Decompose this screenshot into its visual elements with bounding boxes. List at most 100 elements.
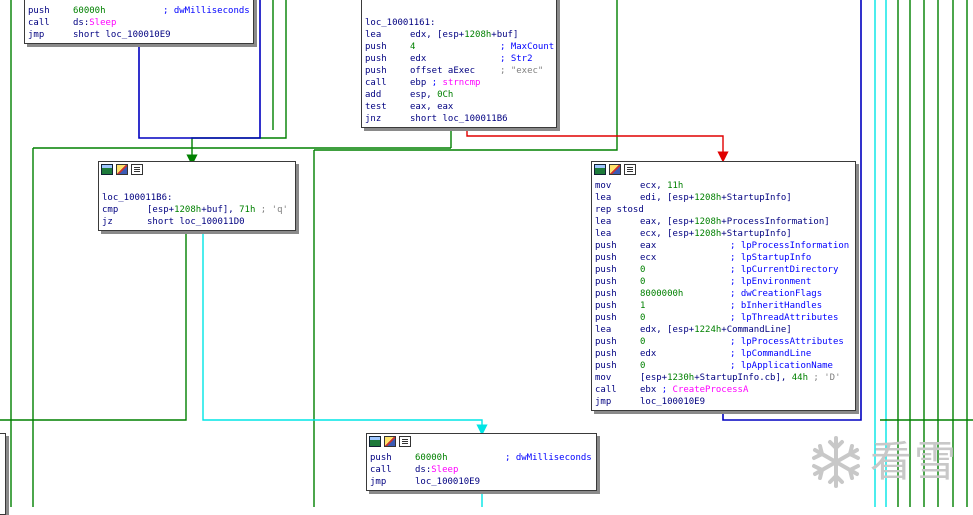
block-toolbar	[592, 162, 855, 177]
operand-part: 8000000h	[640, 289, 684, 299]
operand-part: +CommandLine]	[721, 325, 792, 335]
mnemonic: push	[595, 301, 617, 311]
operands: edi, [esp+1208h+StartupInfo]	[640, 192, 792, 204]
comment: ; bInheritHandles	[730, 301, 823, 311]
edge-red	[466, 126, 729, 163]
instruction-line[interactable]: rep stosd	[595, 204, 644, 216]
operand-part: strncmp	[442, 78, 481, 88]
operands: eax	[640, 240, 730, 252]
operands: edx	[410, 53, 500, 65]
operand-part: 0	[640, 313, 646, 323]
operand-part: 0	[640, 277, 646, 287]
graph-view-icon[interactable]	[594, 164, 606, 175]
code-block-loc-100011B6[interactable]: loc_100011B6: cmp[esp+1208h+buf], 71h ; …	[98, 161, 296, 231]
operand-part: 1208h	[174, 205, 202, 215]
operands: 0	[640, 312, 730, 324]
edge-cyan	[202, 0, 887, 507]
graph-view-icon[interactable]	[101, 164, 113, 175]
instruction-line[interactable]: push 0 ; lpEnvironment	[595, 276, 811, 288]
code-block-partial-left[interactable]	[0, 433, 6, 515]
comment: ; lpStartupInfo	[730, 253, 812, 263]
edit-color-icon[interactable]	[384, 436, 396, 447]
operand-part: Sleep	[431, 465, 459, 475]
edit-color-icon[interactable]	[116, 164, 128, 175]
mnemonic: call	[370, 465, 392, 475]
operands: ds:Sleep	[73, 17, 116, 29]
operand-part: eax, eax	[410, 102, 454, 112]
mnemonic: lea	[595, 229, 612, 239]
operand-part: 4	[410, 42, 416, 52]
instruction-line[interactable]: cmp[esp+1208h+buf], 71h ; 'q'	[102, 204, 288, 216]
instruction-line[interactable]: test eax, eax	[365, 101, 453, 113]
operands: loc_100010E9	[640, 396, 705, 408]
operand-part: 60000h	[73, 6, 106, 16]
instruction-line[interactable]: mov[esp+1230h+StartupInfo.cb], 44h ; 'D'	[595, 372, 841, 384]
comment-icon[interactable]	[399, 436, 411, 447]
operand-part: 1208h	[694, 229, 722, 239]
operand-part: 44h	[791, 373, 808, 383]
mnemonic: add	[365, 90, 382, 100]
mnemonic: jmp	[595, 397, 612, 407]
mnemonic: test	[365, 102, 387, 112]
edit-color-icon[interactable]	[609, 164, 621, 175]
operands: ebx ; CreateProcessA	[640, 384, 748, 396]
instruction-line[interactable]: jmp loc_100010E9	[595, 396, 705, 408]
operands: 0	[640, 276, 730, 288]
graph-view-icon[interactable]	[369, 436, 381, 447]
operand-part: edx	[640, 349, 657, 359]
operands: 8000000h	[640, 288, 730, 300]
operands: short loc_100011D0	[147, 216, 245, 228]
operand-part: ebx	[640, 385, 662, 395]
operand-part: 0	[640, 265, 646, 275]
mnemonic: push	[595, 277, 617, 287]
comment: ; lpEnvironment	[730, 277, 812, 287]
operand-part: edx	[410, 54, 427, 64]
comment-icon[interactable]	[624, 164, 636, 175]
comment-icon[interactable]	[131, 164, 143, 175]
operand-part: loc_100010E9	[415, 477, 481, 487]
comment: ; dwMilliseconds	[505, 453, 592, 463]
operands: 60000h	[73, 5, 163, 17]
operands: ecx	[640, 252, 730, 264]
operands: ebp ; strncmp	[410, 77, 480, 89]
operands: eax, eax	[410, 101, 453, 113]
mnemonic: jnz	[365, 114, 382, 124]
watermark: 看雪	[808, 434, 968, 490]
edge-left-green	[0, 0, 618, 507]
operand-part: +buf],	[201, 205, 240, 215]
mnemonic: lea	[365, 30, 382, 40]
